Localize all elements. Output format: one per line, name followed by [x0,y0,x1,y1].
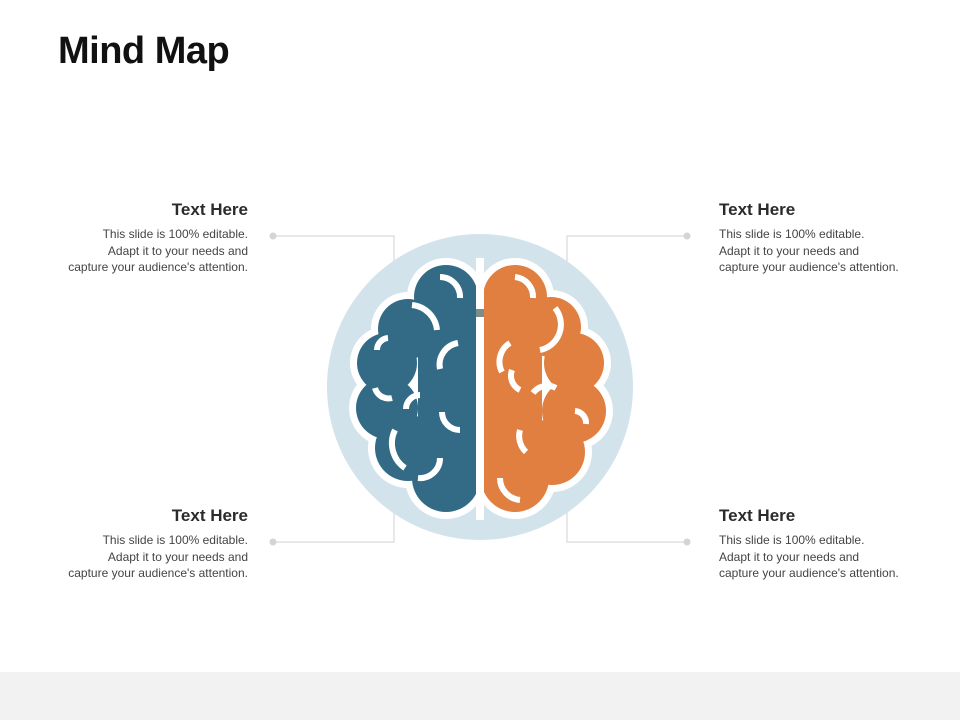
brain-divide-notch [476,309,484,317]
text-block-line: Adapt it to your needs and [107,549,248,564]
connector-top-left [273,235,395,262]
slide-canvas: Mind Map [8,30,959,582]
connector-dot-top-right [683,232,691,240]
connector-dots [269,232,691,546]
text-block-body: This slide is 100% editable. Adapt it to… [719,532,959,582]
text-block-line: This slide is 100% editable. [719,227,865,241]
text-block-bottom-right: Text Here This slide is 100% editable. A… [719,505,959,582]
text-block-bottom-left: Text Here This slide is 100% editable. A… [8,505,248,582]
brain-left-hemisphere [356,265,480,512]
text-block-body: This slide is 100% editable. Adapt it to… [8,226,248,276]
text-block-line: This slide is 100% editable. [102,533,248,547]
connector-dot-top-left [269,232,277,240]
mind-map-diagram [269,232,691,546]
text-block-line: This slide is 100% editable. [719,533,865,547]
text-block-top-left: Text Here This slide is 100% editable. A… [8,199,248,276]
text-block-body: This slide is 100% editable. Adapt it to… [8,532,248,582]
text-block-line: This slide is 100% editable. [102,227,248,241]
connectors [273,235,687,543]
text-block-line: Adapt it to your needs and [719,549,860,564]
brain-icon [349,258,613,520]
text-block-line: Adapt it to your needs and [107,243,248,258]
text-block-top-right: Text Here This slide is 100% editable. A… [719,199,959,276]
text-block-heading: Text Here [171,506,248,525]
text-block-line: capture your audience's attention. [68,260,248,274]
slide-title: Mind Map [58,30,230,72]
connector-bottom-right [566,512,687,543]
connector-bottom-left [273,512,395,543]
brain-divide [476,258,484,520]
text-block-heading: Text Here [719,200,796,219]
connector-dot-bottom-left [269,538,277,546]
text-block-line: Adapt it to your needs and [719,243,860,258]
text-block-line: capture your audience's attention. [719,260,899,274]
text-block-heading: Text Here [719,506,796,525]
connector-dot-bottom-right [683,538,691,546]
connector-top-right [566,235,687,262]
text-block-body: This slide is 100% editable. Adapt it to… [719,226,959,276]
brain-folds [372,273,590,503]
text-block-line: capture your audience's attention. [68,566,248,580]
brain-right-hemisphere [481,265,606,512]
text-block-heading: Text Here [171,200,248,219]
footer-band [0,672,960,720]
text-block-line: capture your audience's attention. [719,566,899,580]
